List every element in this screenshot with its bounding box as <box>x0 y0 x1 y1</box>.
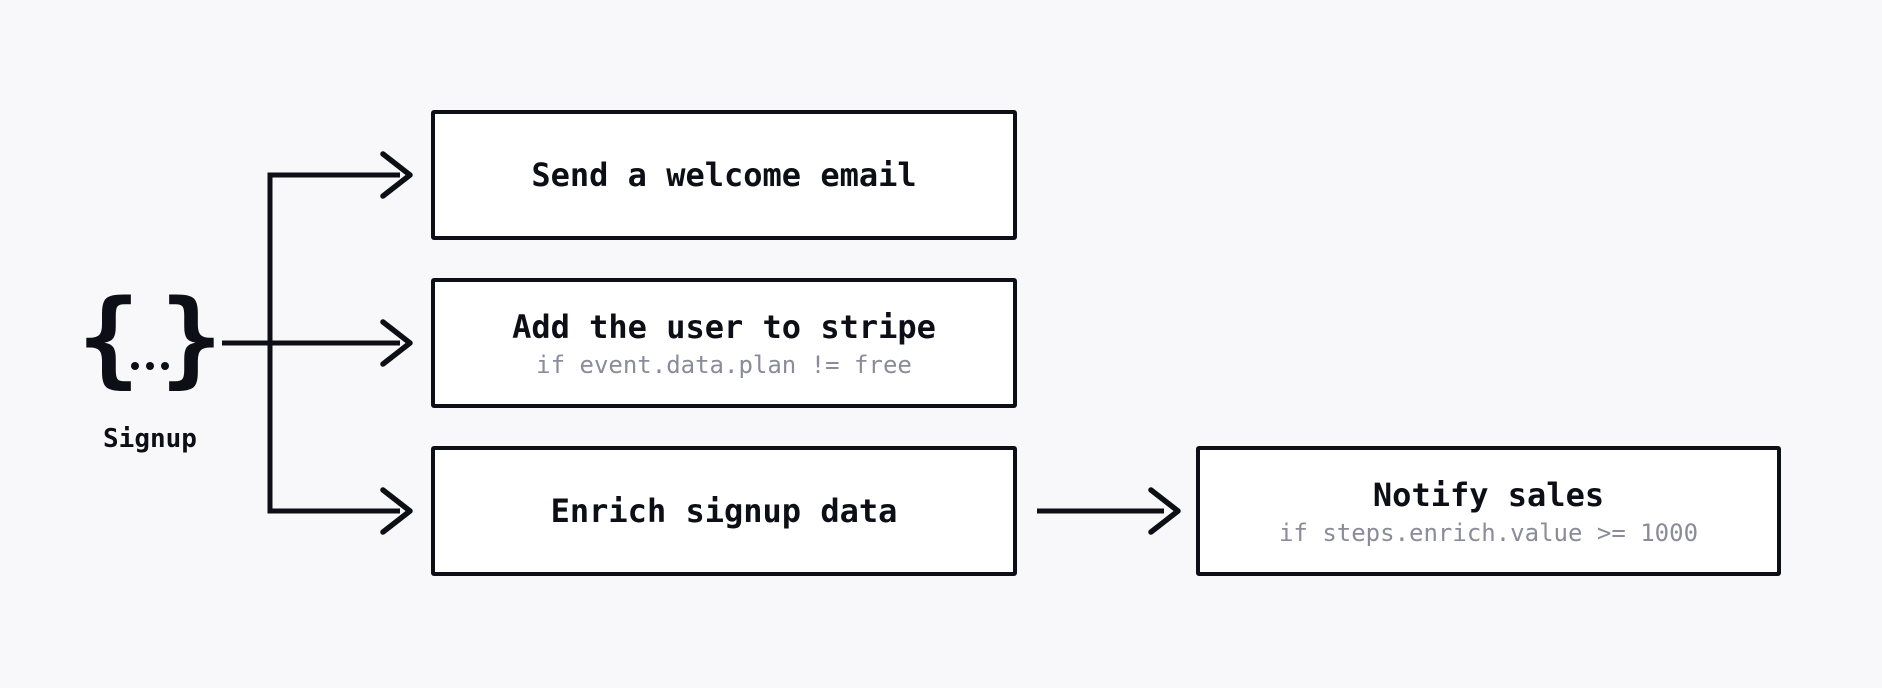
step-title: Add the user to stripe <box>512 307 936 346</box>
step-notify-sales: Notify sales if steps.enrich.value >= 10… <box>1196 446 1781 576</box>
step-add-user-to-stripe: Add the user to stripe if event.data.pla… <box>431 278 1017 408</box>
step-condition: if steps.enrich.value >= 1000 <box>1278 518 1699 547</box>
right-brace-glyph: } <box>160 276 223 399</box>
step-send-welcome-email: Send a welcome email <box>431 110 1017 240</box>
arrowhead-enrich-icon <box>380 487 413 535</box>
step-enrich-signup-data: Enrich signup data <box>431 446 1017 576</box>
arrowhead-stripe-icon <box>380 319 413 367</box>
left-brace-glyph: { <box>77 276 140 399</box>
event-payload-icon: { } <box>77 286 223 390</box>
trigger-label: Signup <box>103 424 197 454</box>
arrowhead-notify-icon <box>1148 487 1181 535</box>
branch-connector <box>267 172 400 514</box>
step-title: Send a welcome email <box>531 156 917 194</box>
step-title: Notify sales <box>1372 475 1605 514</box>
step-condition: if event.data.plan != free <box>536 350 912 379</box>
ellipsis-dots-icon <box>131 362 169 370</box>
step-title: Enrich signup data <box>550 492 898 530</box>
arrowhead-welcome-icon <box>380 151 413 199</box>
